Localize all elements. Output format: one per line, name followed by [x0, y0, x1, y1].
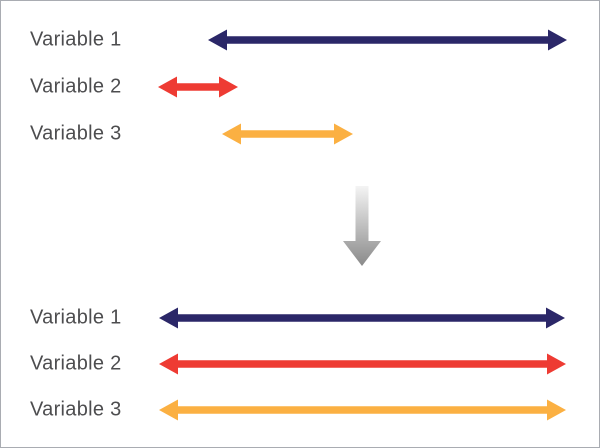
- bottom-variable-3-arrow: [159, 399, 566, 421]
- top-variable-1-label: Variable 1: [30, 28, 122, 51]
- bottom-variable-1-arrow: [159, 307, 565, 329]
- transform-down-arrow: [343, 186, 381, 266]
- top-variable-3-arrow: [222, 123, 353, 145]
- top-variable-2-arrow: [158, 76, 238, 98]
- bottom-variable-3-label: Variable 3: [30, 398, 122, 421]
- bottom-variable-2-arrow: [159, 353, 566, 375]
- top-variable-2-label: Variable 2: [30, 75, 122, 98]
- bottom-variable-1-label: Variable 1: [30, 306, 122, 329]
- top-variable-3-label: Variable 3: [30, 122, 122, 145]
- top-variable-1-arrow: [208, 29, 567, 51]
- bottom-variable-2-label: Variable 2: [30, 352, 122, 375]
